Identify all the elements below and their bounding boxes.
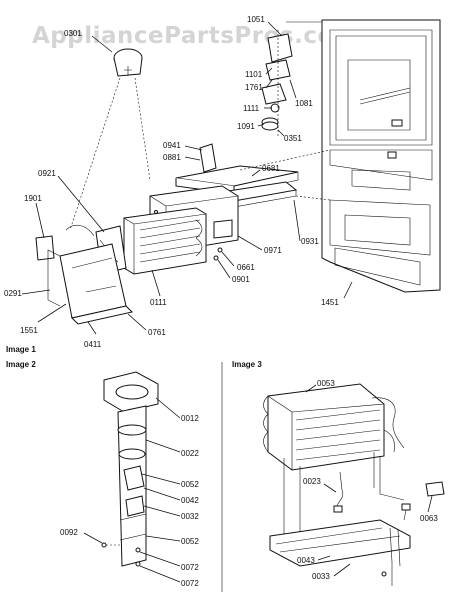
air-duct-assembly	[101, 371, 159, 567]
callout-1091: 1091	[237, 122, 255, 131]
callout-0032: 0032	[181, 512, 199, 521]
callout-0901: 0901	[232, 275, 250, 284]
image1-callouts: 0301 1051 1101 1761 1081 1111 1091 0351 …	[4, 15, 353, 349]
hinge-stack	[261, 21, 322, 138]
section-label-image2: Image 2	[6, 360, 36, 369]
defrost-heater	[269, 503, 411, 586]
assembly-line	[239, 149, 331, 171]
callout-0971: 0971	[264, 246, 282, 255]
image3-callouts: 0053 0023 0063 0043 0033	[297, 379, 438, 581]
callout-0052-lower: 0052	[181, 537, 199, 546]
callout-1081: 1081	[295, 99, 313, 108]
callout-1451: 1451	[321, 298, 339, 307]
wire-harness	[35, 224, 95, 261]
callout-0291: 0291	[4, 289, 22, 298]
callout-0921: 0921	[38, 169, 56, 178]
callout-0012: 0012	[181, 414, 199, 423]
callout-0111: 0111	[150, 298, 167, 307]
watermark: AppliancePartsPros.com	[32, 23, 358, 49]
callout-0072-upper: 0072	[181, 563, 199, 572]
evaporator-coil	[123, 207, 207, 275]
callout-0681: 0681	[262, 164, 280, 173]
callout-0022: 0022	[181, 449, 199, 458]
callout-0411: 0411	[84, 340, 102, 349]
callout-1761: 1761	[245, 83, 263, 92]
callout-0052-upper: 0052	[181, 480, 199, 489]
image2-callouts: 0012 0022 0052 0042 0032 0092 0052 0072 …	[60, 397, 199, 588]
small-bracket	[213, 219, 233, 261]
callout-0092: 0092	[60, 528, 78, 537]
callout-0661: 0661	[237, 263, 255, 272]
callout-0072-lower: 0072	[181, 579, 199, 588]
evaporator-assembly	[263, 383, 445, 544]
refrigerator-cabinet	[321, 19, 441, 293]
callout-1111: 1111	[243, 104, 260, 113]
callout-0033: 0033	[312, 572, 330, 581]
callout-0351: 0351	[284, 134, 302, 143]
callout-0881: 0881	[163, 153, 181, 162]
callout-0301: 0301	[64, 29, 82, 38]
callout-0043: 0043	[297, 556, 315, 565]
callout-0931: 0931	[301, 237, 319, 246]
callout-1551: 1551	[20, 326, 38, 335]
callout-1101: 1101	[245, 70, 263, 79]
callout-0761: 0761	[148, 328, 166, 337]
callout-0023: 0023	[303, 477, 321, 486]
callout-1901: 1901	[24, 194, 42, 203]
section-label-image3: Image 3	[232, 360, 262, 369]
callout-0063: 0063	[420, 514, 438, 523]
callout-0042: 0042	[181, 496, 199, 505]
assembly-line	[295, 195, 331, 201]
vent-plate	[199, 143, 217, 173]
callout-1051: 1051	[247, 15, 265, 24]
callout-0053: 0053	[317, 379, 335, 388]
fan-shroud-panel	[47, 243, 133, 325]
callout-0941: 0941	[163, 141, 181, 150]
section-label-image1: Image 1	[6, 345, 36, 354]
fan-motor	[69, 48, 151, 231]
